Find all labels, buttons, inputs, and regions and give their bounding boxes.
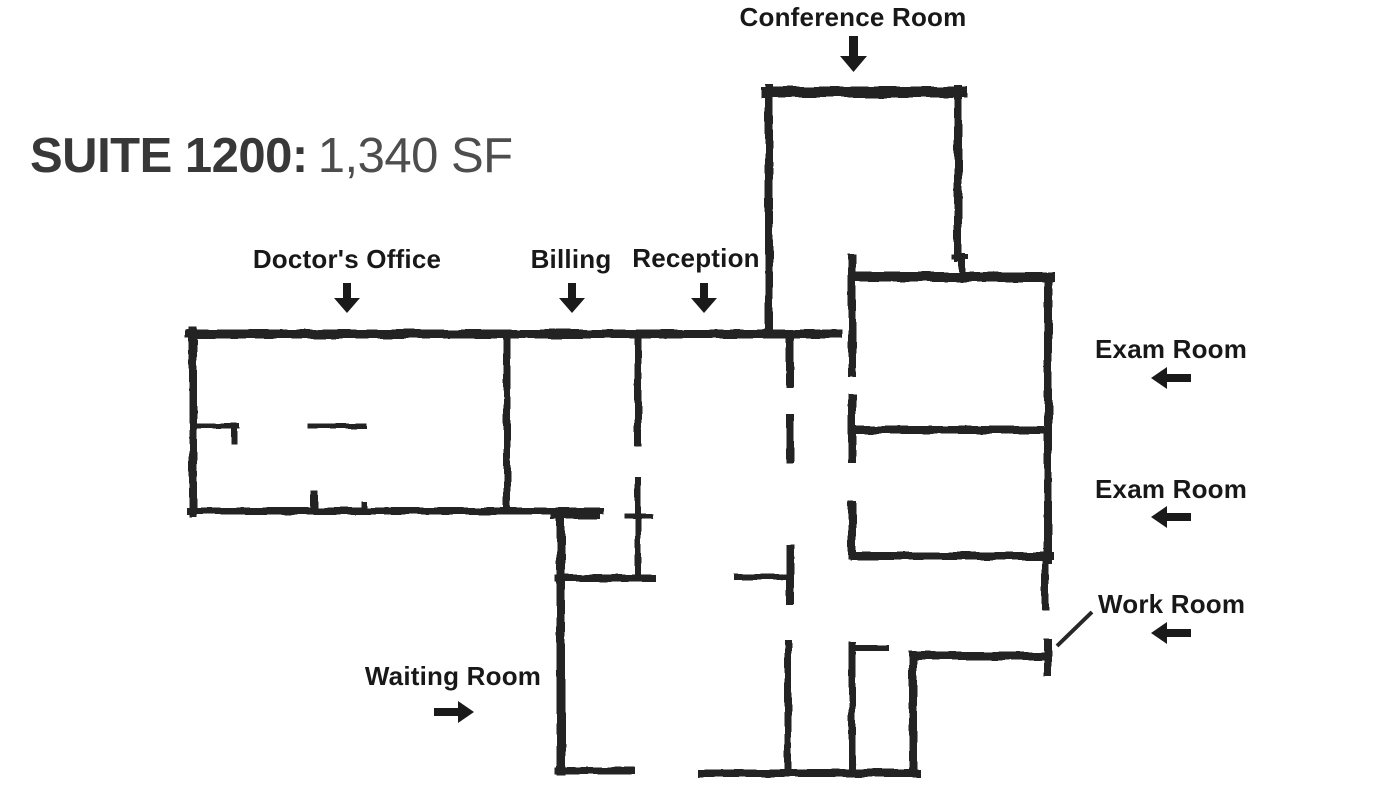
conference-room-arrow-down-icon: [840, 36, 867, 72]
doctors-office-arrow-down-icon: [334, 283, 360, 313]
work-room-leader-line: [1055, 610, 1094, 648]
room-label-work-room: Work Room: [1098, 589, 1246, 619]
floor-plan-walls: [185, 84, 1055, 777]
room-label-conference-room: Conference Room: [739, 2, 967, 32]
suite-area: 1,340 SF: [317, 129, 513, 183]
work-room-arrow-left-icon: [1151, 622, 1191, 644]
reception-arrow-down-icon: [691, 283, 717, 313]
exam-room-2-arrow-left-icon: [1151, 506, 1191, 528]
room-label-doctors-office: Doctor's Office: [252, 244, 442, 274]
room-label-exam-room-1: Exam Room: [1095, 334, 1248, 364]
room-label-billing: Billing: [530, 244, 612, 274]
suite-number: SUITE 1200:: [30, 129, 308, 183]
room-label-reception: Reception: [632, 243, 760, 273]
room-label-waiting-room: Waiting Room: [364, 661, 542, 691]
plan-title: SUITE 1200:1,340 SF: [30, 128, 513, 184]
label-arrows: [334, 36, 1191, 723]
exam-room-1-arrow-left-icon: [1151, 367, 1191, 389]
billing-arrow-down-icon: [559, 283, 585, 313]
room-label-exam-room-2: Exam Room: [1095, 474, 1248, 504]
waiting-room-arrow-right-icon: [434, 701, 474, 723]
